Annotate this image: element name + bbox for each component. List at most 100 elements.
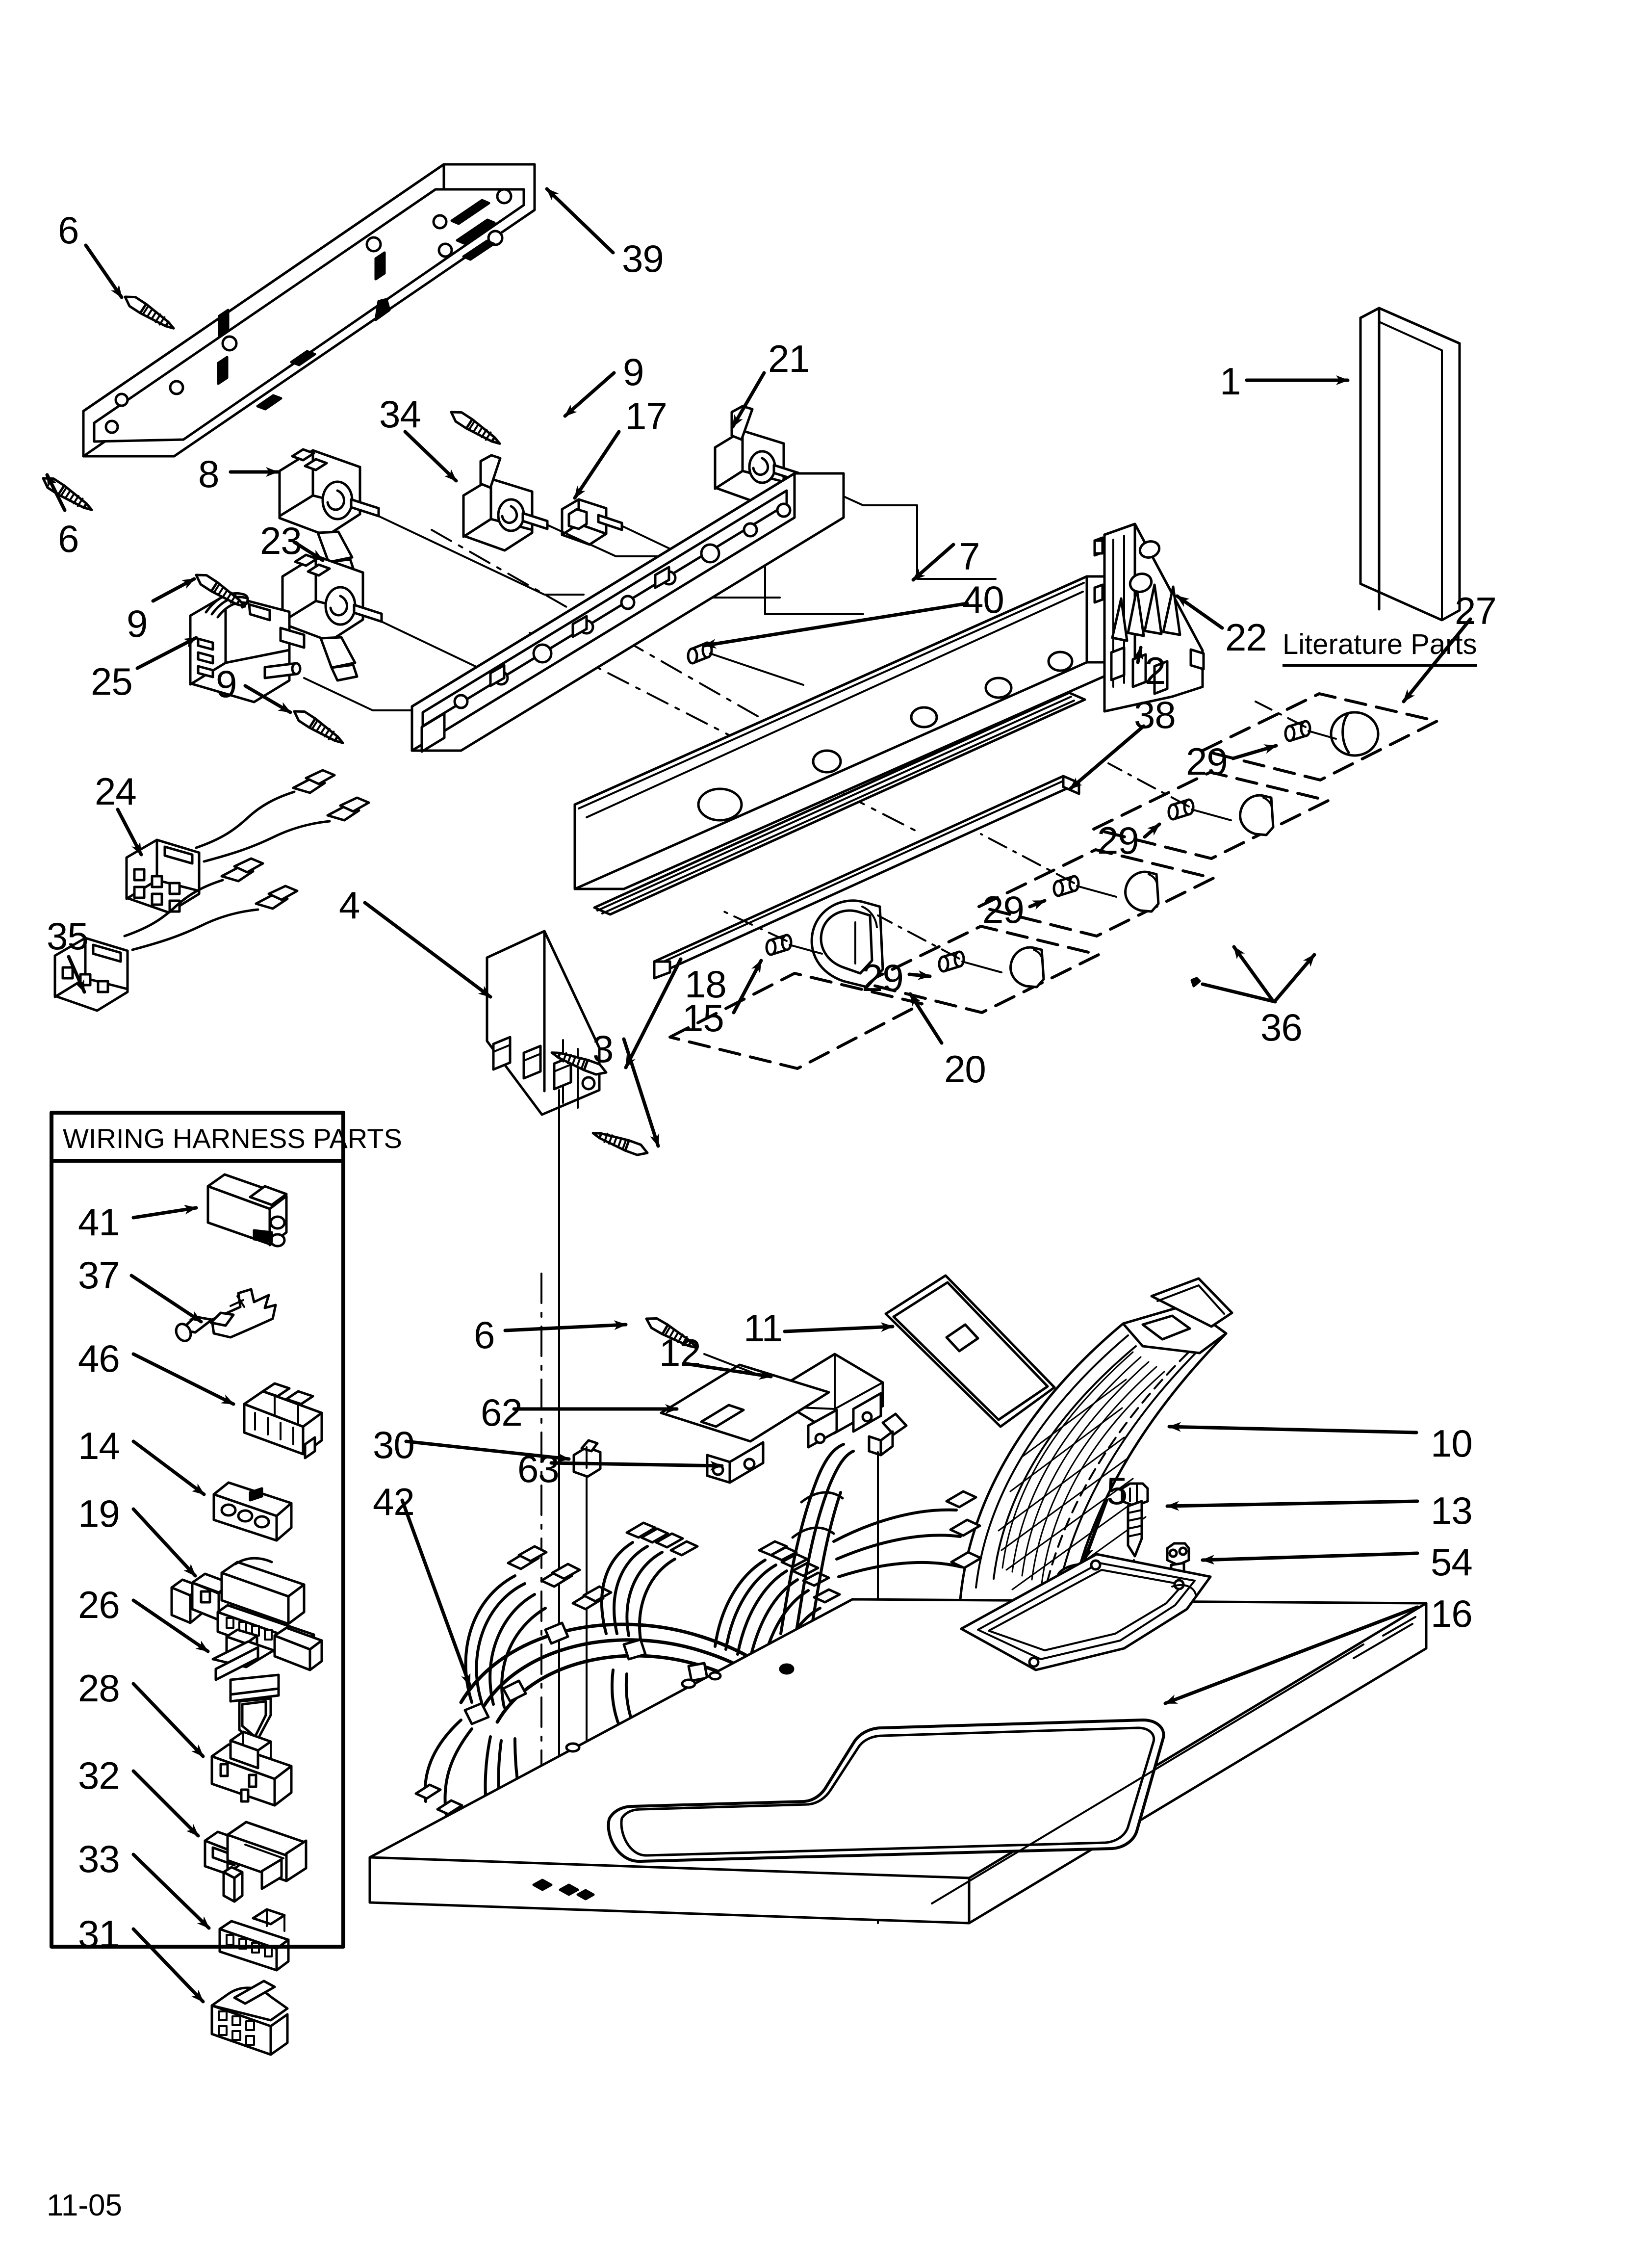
part-39-console-rear-panel [82, 163, 536, 458]
part-16-top-panel [368, 1553, 1428, 1925]
part-14-connector-3-pin [212, 1481, 293, 1542]
part-20-timer-knob [810, 899, 884, 989]
leader-41 [131, 1204, 198, 1220]
leader-54 [1201, 1551, 1419, 1565]
leader-33 [131, 1852, 211, 1930]
callout-35: 35 [47, 914, 89, 958]
leader-32 [131, 1769, 200, 1838]
part-35-wire-jumper [53, 857, 299, 1012]
callout-36: 36 [1260, 1006, 1303, 1049]
part-46-connector-housing [243, 1382, 323, 1460]
leader-29d [907, 970, 932, 980]
callout-15: 15 [682, 996, 724, 1040]
leader-39 [545, 187, 615, 255]
callout-26: 26 [78, 1583, 120, 1626]
callout-29c: 29 [982, 888, 1025, 931]
part-17-terminal-block [561, 498, 623, 546]
date-stamp: 11-05 [47, 2189, 122, 2222]
leader-34 [403, 430, 458, 483]
leader-9b [151, 577, 196, 603]
leader-40 [702, 601, 969, 649]
part-32-connector-housing [204, 1821, 308, 1903]
callout-29d: 29 [862, 956, 904, 999]
leader-6c [503, 1320, 628, 1332]
leader-36-b [1273, 953, 1316, 1003]
callout-4: 4 [339, 884, 360, 927]
leader-14 [131, 1439, 206, 1496]
callout-5: 5 [1106, 1469, 1128, 1512]
part-4-end-cap [486, 930, 601, 1908]
part-21-push-switch [714, 405, 800, 504]
leader-2 [1133, 646, 1144, 664]
part-27-knob [1330, 711, 1380, 757]
leader-36-a [1232, 945, 1274, 1002]
callout-19: 19 [78, 1492, 120, 1535]
callout-13: 13 [1431, 1489, 1473, 1532]
callout-16: 16 [1431, 1592, 1473, 1635]
part-36-knob-c [1011, 947, 1044, 987]
leader-31 [131, 1927, 205, 2004]
callout-62: 62 [481, 1391, 523, 1434]
callout-2: 2 [1145, 649, 1166, 692]
leader-63 [549, 1460, 724, 1471]
callout-38: 38 [1134, 693, 1176, 736]
part-34-push-switch [462, 454, 549, 552]
leader-21 [731, 371, 766, 429]
leader-26 [131, 1598, 210, 1653]
leader-17 [573, 430, 621, 500]
callout-31: 31 [78, 1912, 120, 1955]
callout-21: 21 [768, 337, 810, 380]
leader-6a [84, 243, 124, 299]
part-31-connector-6-pin [210, 1980, 289, 2056]
leader-9a [563, 371, 616, 418]
callout-29b: 29 [1097, 819, 1139, 862]
callout-42: 42 [373, 1480, 415, 1523]
part-37-terminal-pin [175, 1288, 277, 1342]
leader-7 [911, 543, 955, 582]
callout-8: 8 [198, 452, 219, 495]
part-9-screw-a [448, 408, 503, 448]
callout-10: 10 [1431, 1422, 1473, 1465]
callout-34: 34 [379, 392, 421, 436]
part-9-screw-c [291, 707, 346, 748]
callout-9a: 9 [623, 350, 644, 393]
part-28-connector-block [210, 1730, 293, 1807]
callout-6c: 6 [474, 1313, 495, 1356]
callout-28: 28 [78, 1667, 120, 1710]
part-40-nut [687, 641, 804, 686]
callout-18: 18 [685, 963, 727, 1006]
callout-37: 37 [78, 1253, 120, 1297]
leader-11 [783, 1322, 895, 1333]
callout-39: 39 [622, 237, 664, 280]
leader-35 [67, 955, 86, 994]
leader-37 [129, 1274, 203, 1324]
leader-22 [1175, 594, 1224, 630]
leader-3 [622, 1037, 660, 1148]
leader-29b [1143, 822, 1161, 839]
leader-6b [45, 473, 67, 512]
callout-40: 40 [962, 578, 1004, 621]
callout-33: 33 [78, 1837, 120, 1880]
leader-9c [243, 684, 292, 714]
part-8-rotary-switch [278, 448, 380, 576]
leader-13 [1165, 1499, 1419, 1511]
part-3-screw [591, 1128, 649, 1158]
wiring-harness-box-title: WIRING HARNESS PARTS [63, 1123, 402, 1154]
callout-46: 46 [78, 1337, 120, 1380]
callout-1: 1 [1220, 360, 1241, 403]
leader-15 [732, 959, 763, 1015]
leader-42 [400, 1498, 472, 1688]
leader-18 [624, 957, 683, 1069]
leader-19 [131, 1507, 197, 1578]
callout-17: 17 [625, 394, 667, 438]
callout-6b: 6 [58, 517, 79, 560]
leader-16 [1163, 1605, 1419, 1705]
callout-32: 32 [78, 1754, 120, 1797]
callout-3: 3 [592, 1027, 614, 1070]
part-24-wire-jumper [125, 769, 370, 914]
callout-9b: 9 [127, 602, 148, 645]
part-26-wire-clip [211, 1640, 280, 1744]
leader-12 [685, 1362, 773, 1380]
